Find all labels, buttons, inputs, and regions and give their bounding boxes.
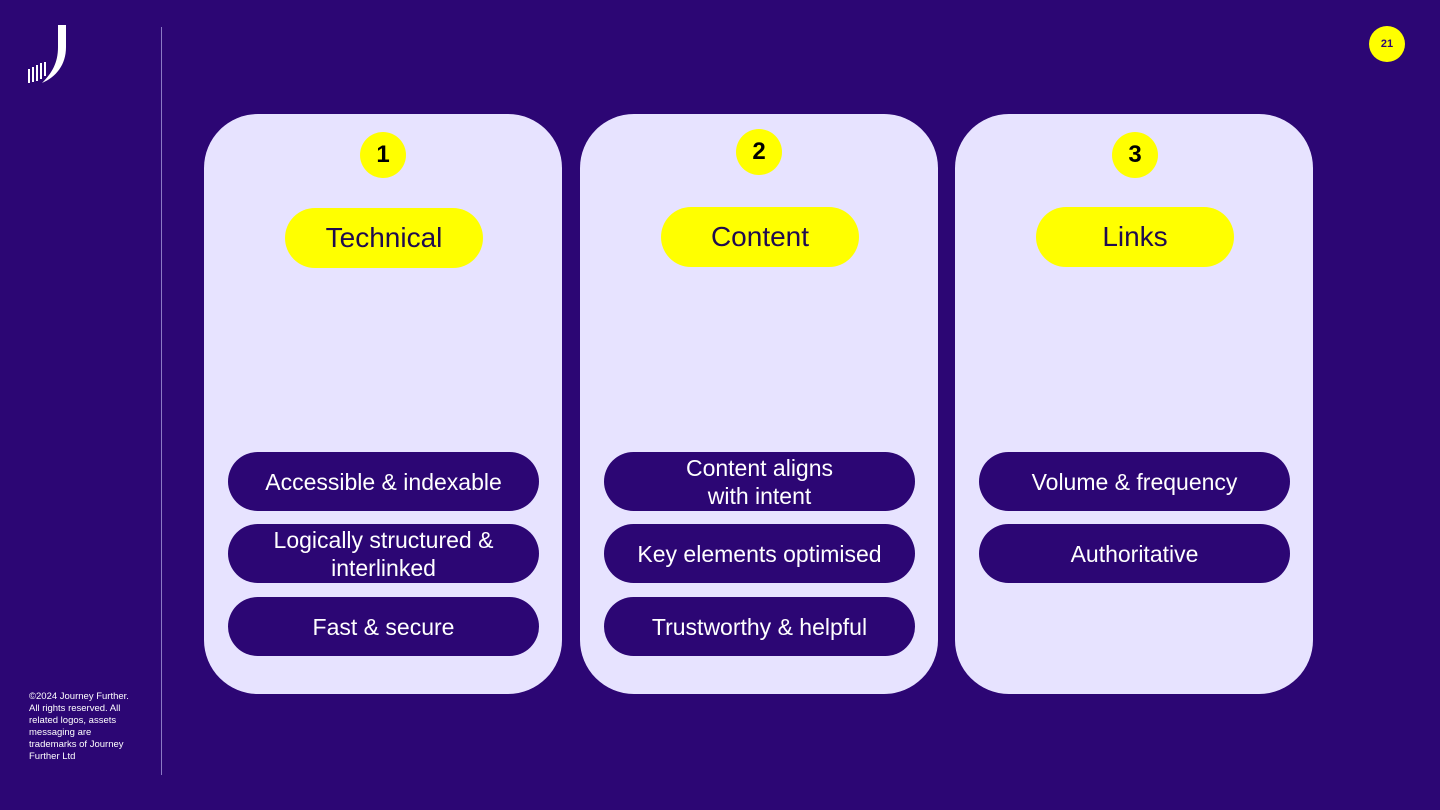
list-item-label: Logically structured & interlinked [273,526,494,581]
list-item-label: Key elements optimised [637,540,882,567]
card-links: 3 Links Volume & frequency Authoritative [955,114,1313,694]
list-item: Content aligns with intent [604,452,915,511]
list-item: Key elements optimised [604,524,915,583]
page-number-badge: 21 [1369,26,1405,62]
journey-further-logo [28,25,66,83]
list-item-label: Volume & frequency [1031,468,1238,495]
list-item-label: Fast & secure [312,613,455,640]
number-badge: 1 [360,132,406,178]
list-item: Volume & frequency [979,452,1290,511]
list-item: Logically structured & interlinked [228,524,539,583]
list-item: Authoritative [979,524,1290,583]
vertical-divider [161,27,162,775]
card-title-pill: Content [661,207,859,267]
list-item: Trustworthy & helpful [604,597,915,656]
number-badge: 2 [736,129,782,175]
number-badge: 3 [1112,132,1158,178]
card-title-pill: Links [1036,207,1234,267]
list-item: Fast & secure [228,597,539,656]
list-item: Accessible & indexable [228,452,539,511]
card-technical: 1 Technical Accessible & indexable Logic… [204,114,562,694]
list-item-label: Content aligns with intent [685,454,834,509]
list-item-label: Trustworthy & helpful [651,613,868,640]
list-item-label: Accessible & indexable [265,468,502,495]
card-title-pill: Technical [285,208,483,268]
copyright-notice: ©2024 Journey Further. All rights reserv… [29,691,129,762]
card-content: 2 Content Content aligns with intent Key… [580,114,938,694]
list-item-label: Authoritative [1070,540,1199,567]
